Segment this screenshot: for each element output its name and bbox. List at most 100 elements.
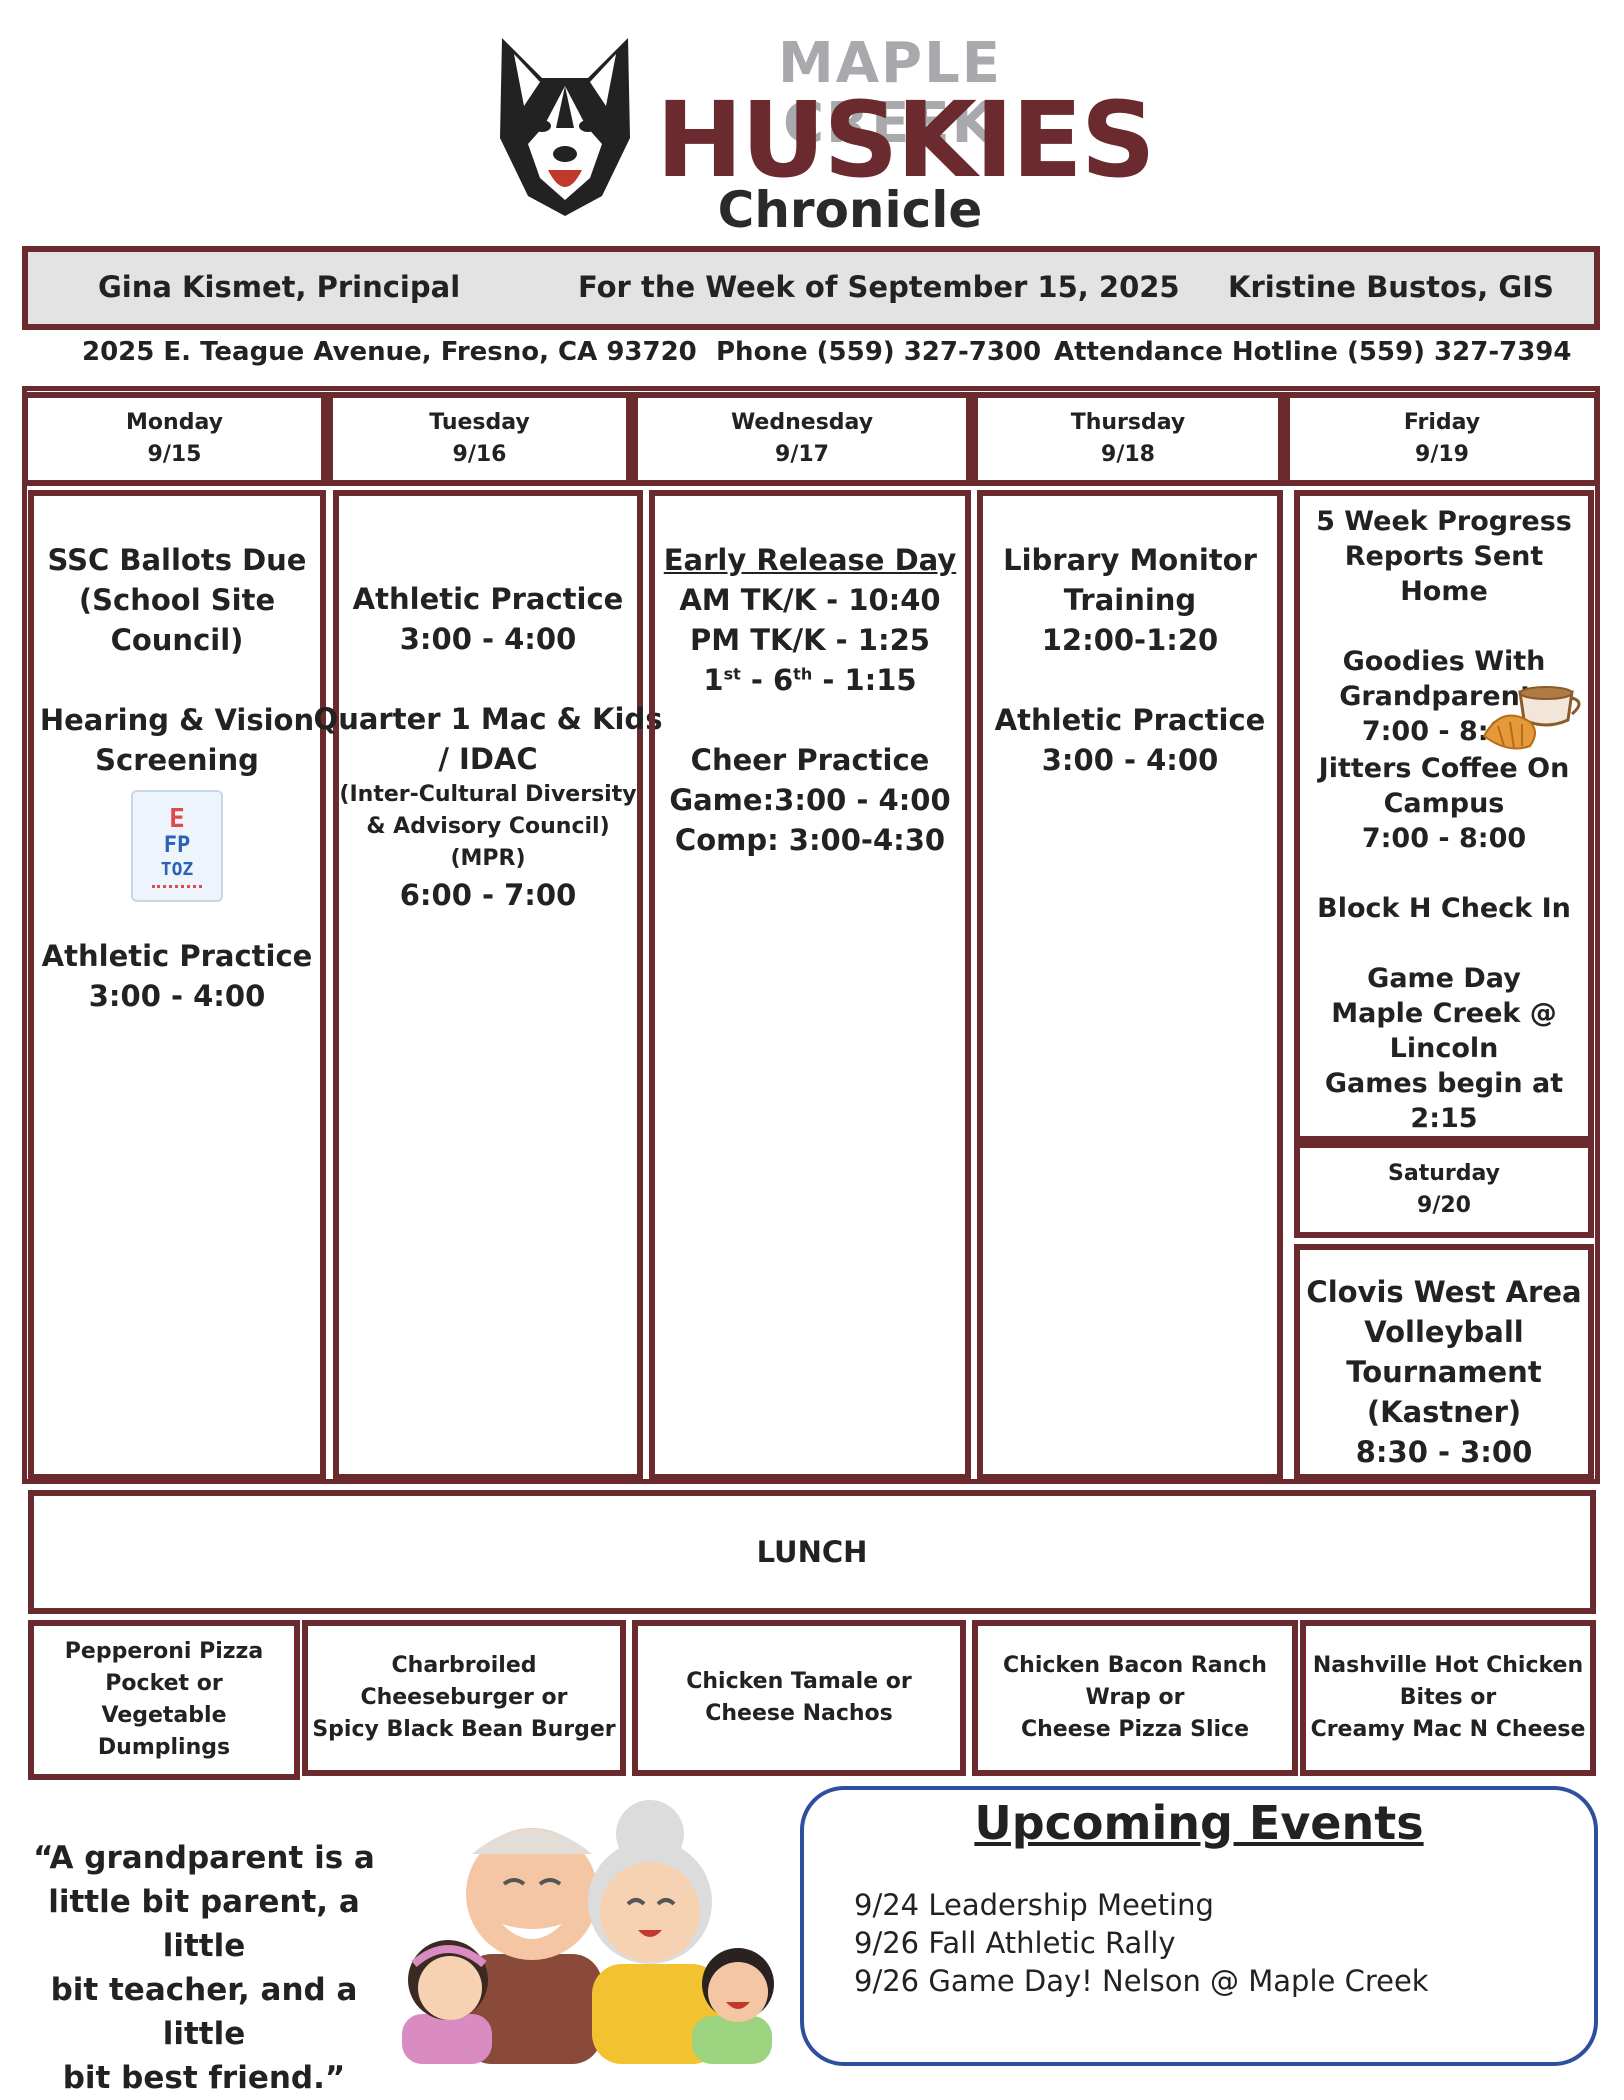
coffee-croissant-icon	[1482, 686, 1581, 750]
library-monitor-line1: Library Monitor	[1003, 543, 1257, 577]
lunch-header: LUNCH	[28, 1490, 1596, 1614]
attendance-hotline: Attendance Hotline (559) 327-7394	[1054, 337, 1572, 367]
athletic-practice-time: 3:00 - 4:00	[1041, 743, 1219, 777]
day-header-monday: Monday 9/15	[22, 392, 327, 486]
ssc-ballots-line2: (School Site	[78, 583, 276, 617]
eye-chart-row: E	[169, 803, 185, 834]
header-bar: Gina Kismet, Principal For the Week of S…	[22, 246, 1600, 330]
lunch-line: Dumplings	[97, 1735, 231, 1760]
lunch-line: Creamy Mac N Cheese	[1310, 1717, 1586, 1742]
day-header-wednesday: Wednesday 9/17	[632, 392, 972, 486]
progress-reports-line1: 5 Week Progress	[1316, 506, 1572, 537]
wednesday-cell: Early Release Day AM TK/K - 10:40 PM TK/…	[649, 490, 971, 1480]
lunch-line: Pocket or	[105, 1671, 223, 1696]
eye-chart-row: FP	[163, 832, 191, 858]
goodies-line1: Goodies With	[1342, 646, 1546, 677]
lunch-friday: Nashville Hot Chicken Bites or Creamy Ma…	[1300, 1620, 1596, 1776]
husky-logo-icon	[500, 38, 630, 216]
lunch-line: Charbroiled	[391, 1653, 537, 1678]
day-date: 9/15	[147, 442, 202, 467]
grandparents-illustration-icon	[402, 1800, 774, 2064]
athletic-practice-title: Athletic Practice	[352, 582, 624, 616]
day-header-friday: Friday 9/19	[1284, 392, 1600, 486]
cheer-practice-game: Game:3:00 - 4:00	[669, 783, 951, 817]
idac-line1: (Inter-Cultural Diversity	[339, 782, 637, 807]
day-date: 9/20	[1417, 1193, 1471, 1218]
day-name: Monday	[126, 410, 223, 435]
masthead: MAPLE CREEK HUSKIES Chronicle	[480, 20, 1156, 250]
game-day-line4: Games begin at 2:15	[1324, 1068, 1564, 1134]
day-date: 9/16	[452, 442, 507, 467]
grandparent-quote: “A grandparent is a little bit parent, a…	[22, 1836, 386, 2100]
principal-name: Gina Kismet, Principal	[98, 270, 461, 304]
mac-kids-time: 6:00 - 7:00	[399, 878, 577, 912]
cheer-practice-comp: Comp: 3:00-4:30	[674, 823, 946, 857]
lunch-line: Cheese Pizza Slice	[1021, 1717, 1249, 1742]
tournament-line2: Volleyball	[1364, 1315, 1524, 1349]
quote-line: “A grandparent is a	[33, 1840, 375, 1876]
lunch-title: LUNCH	[756, 1535, 868, 1569]
mac-kids-line1: Quarter 1 Mac & Kids	[313, 702, 663, 736]
day-name: Thursday	[1070, 410, 1186, 435]
jitters-time: 7:00 - 8:00	[1361, 823, 1527, 854]
lunch-line: Nashville Hot Chicken	[1312, 1653, 1584, 1678]
school-name: MAPLE CREEK	[777, 31, 1003, 156]
day-name: Friday	[1403, 410, 1481, 435]
lunch-thursday: Chicken Bacon Ranch Wrap or Cheese Pizza…	[972, 1620, 1298, 1776]
friday-cell: 5 Week Progress Reports Sent Home Goodie…	[1294, 490, 1594, 1142]
publication-title: Chronicle	[717, 181, 983, 239]
lunch-line: Bites or	[1399, 1685, 1497, 1710]
cheer-practice-title: Cheer Practice	[690, 743, 930, 777]
hearing-vision-line1: Hearing & Vision	[39, 703, 315, 737]
game-day-line3: Lincoln	[1389, 1033, 1499, 1064]
jitters-line2: Campus	[1383, 788, 1505, 819]
early-release-grades: 1st - 6th - 1:15	[703, 663, 917, 697]
tournament-line3: Tournament	[1346, 1355, 1542, 1389]
week-grid-frame	[22, 386, 1600, 1484]
day-name: Wednesday	[730, 410, 874, 435]
mac-kids-line2: / IDAC	[438, 742, 538, 776]
day-header-thursday: Thursday 9/18	[972, 392, 1284, 486]
tournament-time: 8:30 - 3:00	[1355, 1435, 1533, 1469]
lunch-wednesday: Chicken Tamale or Cheese Nachos	[632, 1620, 966, 1776]
lunch-line: Cheese Nachos	[705, 1701, 893, 1726]
quote-line: bit best friend.”	[62, 2060, 346, 2096]
saturday-cell: Clovis West Area Volleyball Tournament (…	[1294, 1244, 1594, 1480]
jitters-line1: Jitters Coffee On	[1318, 753, 1570, 784]
ssc-ballots-line3: Council)	[110, 623, 244, 657]
gis-name: Kristine Bustos, GIS	[1228, 270, 1554, 304]
event-item: 9/26 Fall Athletic Rally	[854, 1926, 1176, 1960]
school-phone: Phone (559) 327-7300	[716, 337, 1042, 367]
day-date: 9/17	[775, 442, 829, 467]
eye-chart-icon: E FP TOZ	[131, 790, 223, 902]
tournament-line1: Clovis West Area	[1306, 1275, 1582, 1309]
upcoming-events-box: Upcoming Events 9/24 Leadership Meeting …	[800, 1786, 1598, 2066]
early-release-title: Early Release Day	[663, 543, 957, 577]
quote-line: bit teacher, and a little	[50, 1972, 358, 2052]
athletic-practice-title: Athletic Practice	[994, 703, 1266, 737]
day-header-saturday: Saturday 9/20	[1294, 1142, 1594, 1238]
upcoming-events-list: 9/24 Leadership Meeting 9/26 Fall Athlet…	[854, 1886, 1429, 2000]
monday-cell: SSC Ballots Due (School Site Council) He…	[28, 490, 326, 1480]
day-date: 9/19	[1415, 442, 1469, 467]
goodies-line2: Grandparents	[1339, 681, 1549, 712]
school-address: 2025 E. Teague Avenue, Fresno, CA 93720	[82, 337, 697, 367]
athletic-practice-time: 3:00 - 4:00	[88, 979, 266, 1013]
upcoming-events-title: Upcoming Events	[974, 1796, 1424, 1850]
day-header-tuesday: Tuesday 9/16	[327, 392, 632, 486]
thursday-cell: Library Monitor Training 12:00-1:20 Athl…	[977, 490, 1283, 1480]
hearing-vision-line2: Screening	[95, 743, 259, 777]
lunch-line: Chicken Bacon Ranch	[1003, 1653, 1267, 1678]
idac-line2: & Advisory Council)	[366, 814, 610, 839]
library-monitor-time: 12:00-1:20	[1041, 623, 1219, 657]
game-day-line2: Maple Creek @	[1331, 998, 1557, 1029]
team-name: HUSKIES	[656, 79, 1156, 201]
lunch-line: Cheeseburger or	[360, 1685, 568, 1710]
early-release-pm: PM TK/K - 1:25	[690, 623, 930, 657]
event-item: 9/24 Leadership Meeting	[854, 1888, 1214, 1922]
lunch-line: Chicken Tamale or	[686, 1669, 912, 1694]
quote-line: little bit parent, a little	[48, 1884, 360, 1964]
lunch-line: Wrap or	[1085, 1685, 1185, 1710]
lunch-monday: Pepperoni Pizza Pocket or Vegetable Dump…	[28, 1620, 300, 1780]
progress-reports-line2: Reports Sent Home	[1344, 541, 1544, 607]
